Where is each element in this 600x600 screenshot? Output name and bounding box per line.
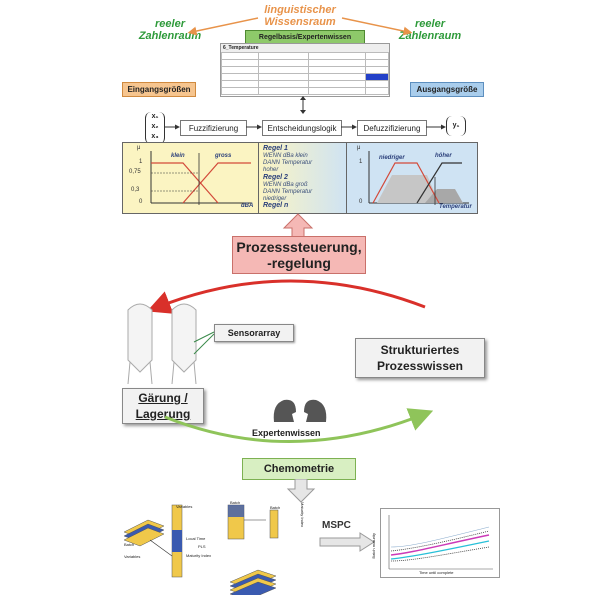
inputs-vector: x₁ x₂ x₃ — [145, 112, 165, 144]
expert-knowledge-label: Expertenwissen — [252, 428, 321, 438]
label-batch-left: Batch — [124, 542, 135, 547]
rule-1-title: Regel 1 — [263, 145, 288, 152]
output-variable-label: Ausgangsgröße — [410, 82, 484, 97]
term-klein: klein — [171, 153, 185, 159]
label-variables-left: Variables — [124, 554, 141, 559]
mspc-label: MSPC — [322, 520, 351, 531]
green-arc-arrow — [164, 408, 434, 443]
term-hoeher: höher — [435, 153, 452, 159]
top-orange-arrows — [187, 17, 413, 36]
rulebase-title-bar: Regelbasis/Expertenwissen — [245, 30, 365, 44]
process-control-box: Prozesssteuerung, -regelung — [232, 236, 366, 274]
rulebase-table-title: 6_Temperature — [221, 44, 389, 52]
step-decision-logic: Entscheidungslogik — [262, 120, 342, 136]
step-defuzzification: Defuzzifizierung — [357, 120, 427, 136]
defuzzification-panel: μ 1 0 niedriger höher Temperatur — [346, 142, 478, 214]
rules-panel: Regel 1 WENN dBa klein DANN Temperatur h… — [258, 142, 348, 214]
label-variables-top: Variables — [176, 504, 193, 509]
rule-1-text: WENN dBa klein DANN Temperatur hoher — [263, 153, 313, 173]
input-x3: x₃ — [151, 133, 159, 140]
fermentation-storage-box: Gärung / Lagerung — [122, 388, 204, 424]
tick-right-0: 0 — [359, 199, 363, 205]
fuzzification-panel: μ 1 0,75 0,3 0 klein gross dBA — [122, 142, 260, 214]
input-membership-chart — [150, 151, 251, 205]
label-batch-mid: Batch — [230, 500, 241, 505]
batch-unfolding-diagram — [123, 504, 279, 595]
experts-heads-icon — [273, 399, 327, 422]
input-x1: x₁ — [151, 113, 159, 120]
flow-arrows — [164, 124, 446, 130]
left-real-number-space: reeler Zahlenraum — [138, 18, 202, 42]
tick-1: 1 — [139, 159, 143, 165]
rule-2-title: Regel 2 — [263, 174, 288, 181]
sensor-connectors — [193, 331, 215, 355]
mspc-arrow — [319, 532, 375, 552]
tick-03: 0,3 — [131, 187, 140, 193]
sensor-array-box: Sensorarray — [214, 324, 294, 342]
mspc-trajectories — [388, 515, 493, 570]
step-fuzzification: Fuzzifizierung — [180, 120, 247, 136]
red-arc-arrow — [146, 279, 426, 314]
rulebase-table: 6_Temperature — [220, 43, 390, 97]
structured-process-knowledge-box: Strukturiertes Prozesswissen — [355, 338, 485, 378]
right-real-number-space: reeler Zahlenraum — [398, 18, 462, 42]
x-label-dba: dBA — [241, 203, 254, 209]
tick-0: 0 — [139, 199, 143, 205]
input-x2: x₂ — [151, 123, 159, 130]
mspc-x-label: Time until complete — [419, 570, 454, 575]
rulebase-grid — [221, 52, 390, 95]
output-membership-chart — [368, 151, 469, 205]
term-gross: gross — [215, 153, 232, 159]
term-niedriger: niedriger — [379, 155, 405, 161]
output-vector: y₁ — [446, 116, 466, 136]
tick-075: 0,75 — [129, 169, 141, 175]
rulebase-link-arrow — [300, 96, 306, 114]
mu-right: μ — [357, 145, 361, 151]
label-local-time: Local Time — [186, 536, 206, 541]
mspc-control-chart: Batch maturity Time until complete — [371, 508, 500, 578]
down-arrow-chemometrics — [286, 479, 316, 503]
rule-n-title: Regel n — [263, 202, 289, 209]
label-maturity-index-vertical: Maturity Index — [300, 502, 305, 528]
chemometrics-box: Chemometrie — [242, 458, 356, 480]
label-pls: PLS — [198, 544, 206, 549]
label-maturity-index: Maturity Index — [186, 553, 212, 558]
x-label-temperatur: Temperatur — [439, 204, 472, 210]
rule-2-text: WENN dBa groß DANN Temperatur niedriger — [263, 182, 313, 202]
mspc-y-label: Batch maturity — [371, 533, 376, 559]
mu-left: μ — [137, 145, 141, 151]
rulebase-title: Regelbasis/Expertenwissen — [258, 33, 352, 41]
linguistic-knowledge-space: linguistischer Wissensraum — [264, 4, 336, 28]
tick-right-1: 1 — [359, 159, 363, 165]
fermentation-tanks-icon — [127, 303, 197, 385]
label-batch-right: Batch — [270, 505, 281, 510]
input-variables-label: Eingangsgrößen — [122, 82, 196, 97]
